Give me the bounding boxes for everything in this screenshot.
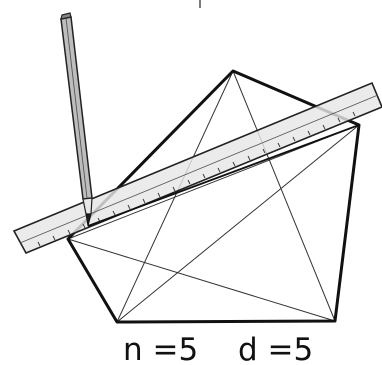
diagonal: [67, 238, 336, 322]
ruler-tick: [322, 124, 326, 130]
ruler-tick: [292, 136, 296, 142]
ruler-tick: [157, 192, 161, 198]
caption-n: n =5: [123, 332, 198, 365]
diagonal: [116, 124, 360, 323]
ruler-body: [12, 81, 382, 255]
ruler-tick: [262, 148, 266, 154]
ruler-tick: [127, 204, 131, 210]
ruler-tick: [277, 142, 281, 148]
ruler-tick: [37, 241, 41, 247]
ruler-tick: [307, 130, 311, 136]
diagonal: [232, 70, 336, 322]
ruler-tick: [82, 223, 86, 229]
pencil-edge-line: [65, 17, 88, 199]
caption-d: d =5: [238, 332, 313, 365]
pencil-stroke: [87, 124, 360, 227]
ruler-inner-edge: [19, 94, 379, 244]
ruler-tick: [217, 167, 221, 173]
ruler-tick: [232, 161, 236, 167]
diagonal: [116, 70, 234, 323]
ruler-tick: [337, 117, 341, 123]
ruler-ticks: [37, 111, 356, 247]
ruler: [12, 81, 382, 255]
pencil-tip-lead: [85, 213, 92, 227]
ruler-tick: [247, 155, 251, 161]
pencil: [60, 12, 93, 227]
ruler-tick: [352, 111, 356, 117]
ruler-tick: [112, 210, 116, 216]
ruler-tick: [52, 235, 56, 241]
ruler-tick: [67, 229, 71, 235]
ruler-tick: [187, 179, 191, 185]
ruler-tick: [172, 186, 176, 192]
ruler-tick: [202, 173, 206, 179]
ruler-tick: [142, 198, 146, 204]
pencil-cap: [60, 12, 72, 20]
